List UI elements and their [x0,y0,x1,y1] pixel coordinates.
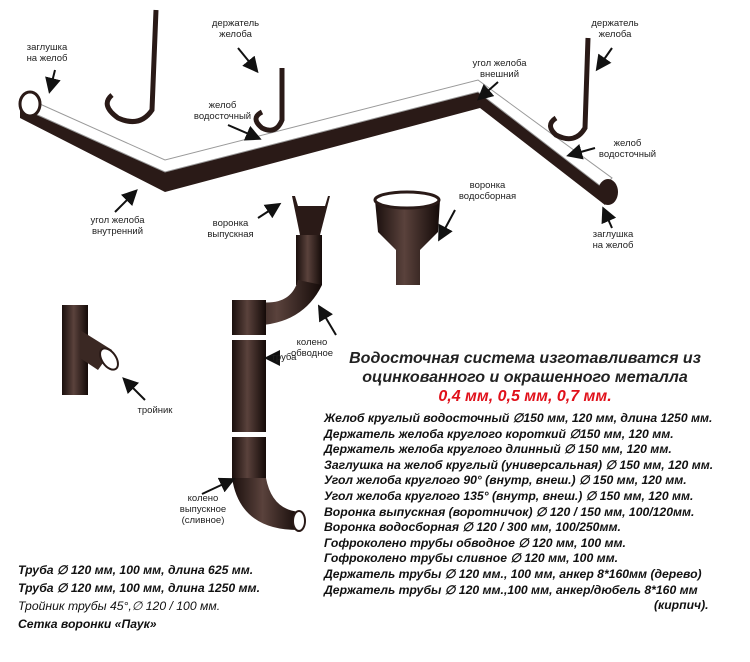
spec-item: Сетка воронки «Паук» [18,617,157,631]
end-cap-left [18,90,42,118]
label-end-cap-right: заглушка на желоб [592,229,634,251]
label-pipe: труба [271,352,297,363]
collector-funnel [373,190,441,285]
label-gutter-right: желоб водосточный [598,138,657,160]
label-outer-corner: угол желоба внешний [472,58,527,80]
label-outlet-elbow: колено выпускное (сливное) [179,493,227,526]
spec-item: Держатель трубы ∅ 120 мм., 100 мм, анкер… [324,566,702,581]
label-collector-funnel: воронка водосборная [458,180,517,202]
callout-arrows [45,47,617,495]
label-bypass-elbow: колено обводное [290,337,334,359]
label-gutter-left: желоб водосточный [193,100,252,122]
spec-item: Держатель желоба круглого короткий ∅150 … [324,426,674,441]
spec-item: Гофроколено трубы сливное ∅ 120 мм, 100 … [324,551,619,566]
end-cap-right [598,179,618,205]
spec-item: Держатель желоба круглого длинный ∅ 150 … [324,442,672,457]
label-outlet-funnel: воронка выпускная [207,218,254,240]
title: Водосточная система изготавливатся из оц… [320,349,730,406]
title-thickness: 0,4 мм, 0,5 мм, 0,7 мм. [438,388,612,405]
label-end-cap-left: заглушка на желоб [26,42,68,64]
spec-item: Заглушка на желоб круглый (универсальная… [324,457,714,472]
spec-item: Гофроколено трубы обводное ∅ 120 мм, 100… [324,535,626,550]
spec-item: Держатель трубы ∅ 120 мм.,100 мм, анкер/… [324,582,698,597]
label-tee: тройник [137,405,173,416]
title-line-1: Водосточная система изготавливатся из [349,350,701,367]
downpipe [232,196,330,532]
spec-item: Воронка выпускная (воротничок) ∅ 120 / 1… [324,504,695,519]
spec-item: (кирпич). [654,598,709,613]
spec-item: Угол желоба круглого 135° (внутр, внеш.)… [324,488,694,503]
label-holder-left: держатель желоба [211,18,260,40]
spec-item: Желоб круглый водосточный ∅150 мм, 120 м… [324,411,713,425]
label-inner-corner: угол желоба внутренний [90,215,145,237]
spec-item: Воронка водосборная ∅ 120 / 300 мм, 100/… [324,520,621,535]
specs-right: Желоб круглый водосточный ∅150 мм, 120 м… [324,411,713,614]
tee [62,305,119,395]
spec-item: Тройник трубы 45°,∅ 120 / 100 мм. [18,599,221,613]
label-holder-right: держатель желоба [591,18,639,40]
spec-item: Труба ∅ 120 мм, 100 мм, длина 1250 мм. [18,581,260,595]
spec-item: Угол желоба круглого 90° (внутр, внеш.) … [324,473,687,488]
gutter-holders [104,9,591,142]
gutter-run [18,79,618,205]
spec-item: Труба ∅ 120 мм, 100 мм, длина 625 мм. [18,563,254,577]
specs-left: Труба ∅ 120 мм, 100 мм, длина 625 мм. Тр… [18,561,260,633]
title-line-2: оцинкованного и окрашенного металла [362,369,688,386]
